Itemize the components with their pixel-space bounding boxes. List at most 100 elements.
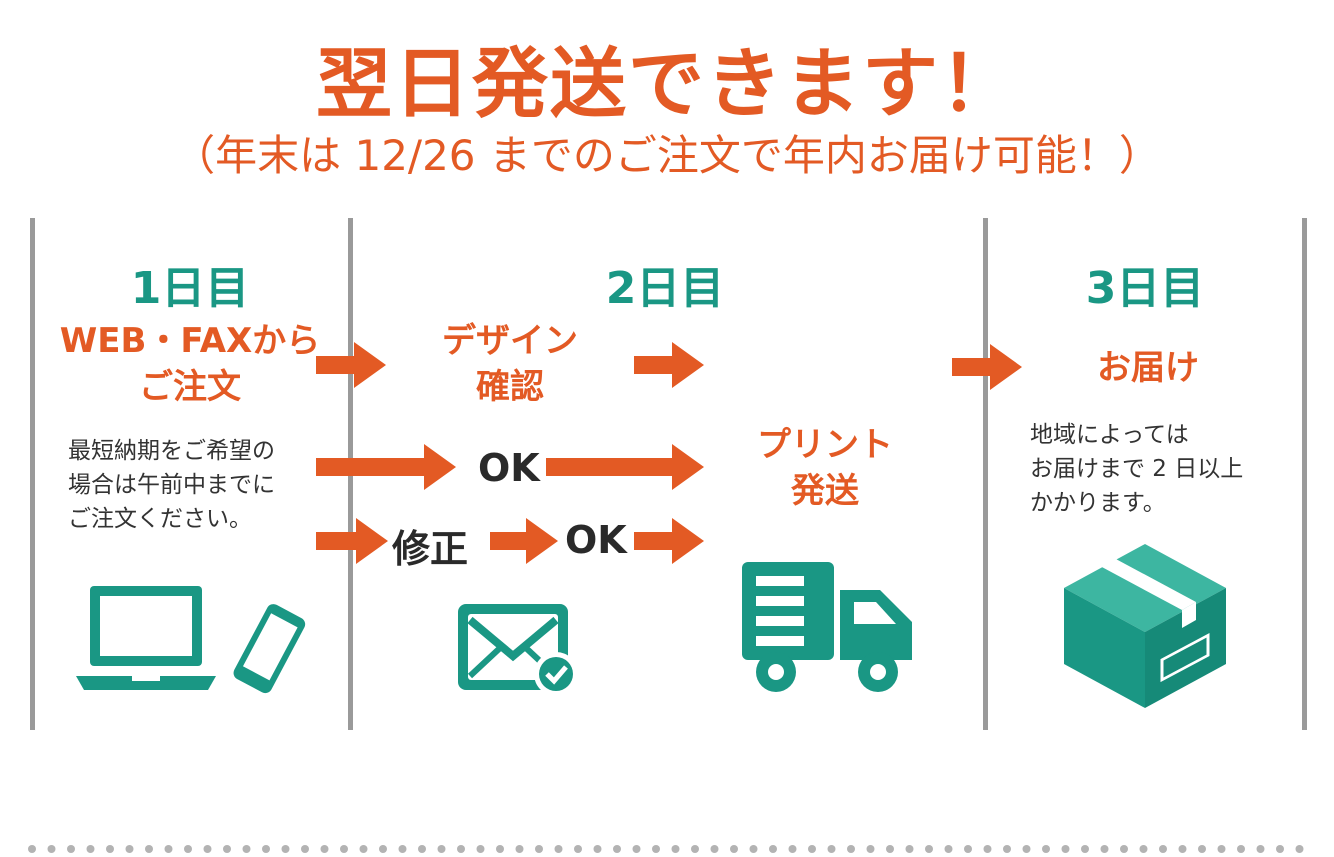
separator-dot	[1276, 845, 1284, 853]
day1-label: 1日目	[130, 263, 250, 314]
separator-dot	[964, 845, 972, 853]
separator-dot	[710, 845, 719, 853]
page-subtitle: （年末は 12/26 までのご注文で年内お届け可能！）	[173, 131, 1161, 180]
separator-dot	[613, 845, 621, 853]
separator-dot	[67, 845, 75, 853]
separator-dot	[281, 845, 290, 853]
day3-note: 地域によっては お届けまで 2 日以上 かかります。	[1030, 418, 1243, 520]
separator-dot	[301, 845, 309, 853]
design-check-step: デザイン 確認	[400, 318, 620, 410]
separator-dot	[418, 845, 426, 853]
day3-note-line1: 地域によっては	[1030, 422, 1189, 448]
separator-dot	[847, 845, 855, 853]
separator-dot	[1042, 845, 1050, 853]
print-ship-step: プリント 発送	[715, 422, 935, 514]
fix-label: 修正	[392, 527, 469, 571]
ok2-label: OK	[565, 518, 627, 562]
separator-dot	[1081, 845, 1089, 853]
divider-right	[1302, 218, 1307, 730]
arrow-design-to-next	[634, 342, 704, 388]
design-check-line1: デザイン	[442, 321, 578, 361]
separator-dot	[1100, 845, 1109, 853]
separator-dot	[457, 845, 465, 853]
day1-note-line2: 場合は午前中までに	[68, 472, 275, 498]
arrow-day2-to-day3	[952, 344, 1022, 390]
separator-dot	[1003, 845, 1011, 853]
separator-dot	[983, 845, 992, 853]
separator-dot	[86, 845, 95, 853]
day1-note-line3: ご注文ください。	[68, 506, 252, 532]
separator-dot	[203, 845, 212, 853]
separator-dot	[1256, 845, 1265, 853]
separator-dot	[1217, 845, 1226, 853]
separator-dot	[398, 845, 407, 853]
separator-dot	[28, 845, 36, 853]
separator-dot	[476, 845, 485, 853]
design-check-line2: 確認	[476, 367, 544, 407]
separator-dot	[925, 845, 933, 853]
divider-left	[30, 218, 35, 730]
separator-dot	[574, 845, 582, 853]
separator-dot	[827, 845, 836, 853]
separator-dot	[1139, 845, 1148, 853]
separator-dot	[340, 845, 348, 853]
smartphone-icon	[222, 604, 314, 698]
mail-check-icon	[456, 602, 582, 702]
separator-dot	[379, 845, 387, 853]
separator-dot	[164, 845, 173, 853]
separator-dot	[184, 845, 192, 853]
laptop-icon	[76, 584, 216, 698]
day1-step-line1: WEB・FAXから	[59, 321, 321, 361]
arrow-order-to-design	[316, 342, 386, 388]
separator-dot	[593, 845, 602, 853]
separator-dot	[808, 845, 816, 853]
arrow-ok-to-print	[546, 444, 704, 490]
separator-dot	[905, 845, 914, 853]
separator-dot	[145, 845, 153, 853]
separator-dot	[554, 845, 563, 853]
separator-dot	[262, 845, 270, 853]
separator-dot	[691, 845, 699, 853]
print-ship-line1: プリント	[757, 425, 893, 465]
separator-dot	[1198, 845, 1206, 853]
ok-label: OK	[478, 446, 540, 490]
separator-dot	[886, 845, 894, 853]
separator-dot	[866, 845, 875, 853]
day3-label: 3日目	[1085, 263, 1205, 314]
day3-note-line2: お届けまで 2 日以上	[1030, 456, 1244, 482]
separator-dot	[1159, 845, 1167, 853]
separator-dot	[1178, 845, 1187, 853]
divider-day2-day3	[983, 218, 988, 730]
delivery-step: お届け	[1097, 348, 1199, 388]
separator-dot	[106, 845, 114, 853]
arrow-order-to-fix	[316, 518, 388, 564]
day2-label: 2日目	[605, 263, 725, 314]
separator-dot	[535, 845, 543, 853]
separator-dot	[223, 845, 231, 853]
arrow-ok2-to-print	[634, 518, 704, 564]
separator-dot	[1061, 845, 1070, 853]
separator-dot	[47, 845, 56, 853]
print-ship-line2: 発送	[791, 471, 859, 511]
truck-icon	[740, 560, 920, 700]
arrow-fix-to-ok	[490, 518, 558, 564]
box-icon	[1060, 540, 1230, 716]
dotted-separator	[28, 838, 1318, 853]
day1-note-line1: 最短納期をご希望の	[68, 438, 275, 464]
separator-dot	[632, 845, 641, 853]
separator-dot	[671, 845, 680, 853]
separator-dot	[730, 845, 738, 853]
day1-note: 最短納期をご希望の 場合は午前中までに ご注文ください。	[68, 434, 275, 536]
separator-dot	[437, 845, 446, 853]
separator-dot	[320, 845, 329, 853]
separator-dot	[749, 845, 758, 853]
separator-dot	[769, 845, 777, 853]
separator-dot	[359, 845, 368, 853]
separator-dot	[125, 845, 134, 853]
separator-dot	[1237, 845, 1245, 853]
separator-dot	[515, 845, 524, 853]
separator-dot	[788, 845, 797, 853]
separator-dot	[1295, 845, 1304, 853]
day3-note-line3: かかります。	[1030, 490, 1166, 516]
separator-dot	[496, 845, 504, 853]
